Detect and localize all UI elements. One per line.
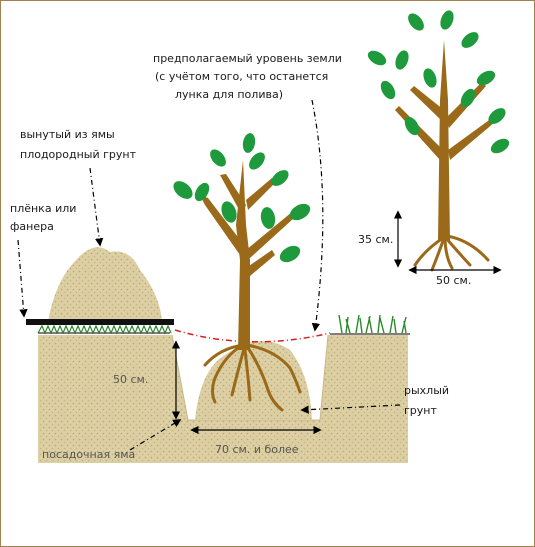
root-width-label: 50 см. (436, 274, 471, 287)
expected-ground-level (174, 329, 331, 343)
film-label-line1: плёнка или (10, 202, 76, 215)
reference-tree (367, 10, 510, 272)
depth-label: 50 см. (113, 373, 148, 386)
pit-leader (129, 419, 182, 451)
ground-level-label-line3: лунка для полива) (175, 88, 283, 101)
ground-level-leader (311, 99, 324, 332)
root-depth-label: 35 см. (358, 233, 393, 246)
pit-label: посадочная яма (42, 448, 135, 461)
film-board (26, 319, 174, 325)
soil-leader (89, 167, 104, 247)
width-label: 70 см. и более (215, 443, 299, 456)
ground-level-label-line1: предполагаемый уровень земли (153, 52, 342, 65)
soil-label-line2: плодородный грунт (20, 148, 137, 161)
grass-right (338, 314, 407, 334)
loose-soil-label-line1: рыхлый (404, 384, 449, 397)
excavated-soil-heap (48, 247, 162, 322)
loose-soil-label-line2: грунт (404, 404, 437, 417)
grass-left (37, 324, 172, 335)
film-label-line2: фанера (10, 220, 54, 233)
main-tree (173, 133, 311, 412)
ground-level-label-line2: (с учётом того, что останется (155, 70, 328, 83)
film-leader (17, 239, 28, 318)
soil-label-line1: вынутый из ямы (20, 128, 115, 141)
loose-soil-leader (300, 404, 401, 414)
